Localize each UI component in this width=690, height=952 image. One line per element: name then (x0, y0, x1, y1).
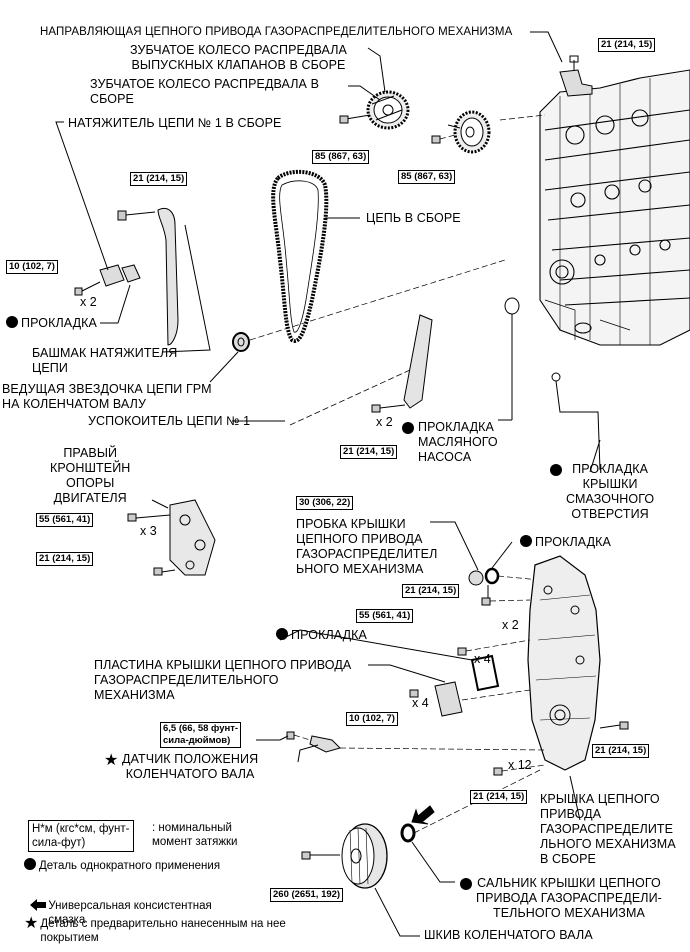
label-gasket-3: ПРОКЛАДКА (276, 628, 367, 643)
torque-plate: 10 (102, 7) (346, 712, 398, 726)
legend-torque-desc: : номинальный момент затяжки (152, 822, 238, 848)
torque-cover-4: 21 (214, 15) (470, 790, 528, 804)
precoated-star-icon: ★ (104, 752, 119, 769)
single-use-dot-icon (460, 878, 472, 890)
count-tensioner-bolts: x 2 (80, 295, 97, 309)
legend-torque-unit: Н*м (кгс*см, фунт- сила-фут) (28, 820, 134, 852)
torque-cover-2: 55 (561, 41) (356, 609, 414, 623)
count-cover-bolts-4: x 12 (508, 758, 532, 772)
label-tensioner-slipper: БАШМАК НАТЯЖИТЕЛЯ ЦЕПИ (32, 346, 178, 375)
torque-cover-1: 21 (214, 15) (402, 584, 460, 598)
torque-camshaft-sprocket: 85 (867, 63) (398, 170, 456, 184)
chain-guide (559, 69, 593, 97)
label-crank-sprocket: ВЕДУЩАЯ ЗВЕЗДОЧКА ЦЕПИ ГРМ НА КОЛЕНЧАТОМ… (2, 382, 212, 411)
filled-circle-icon (24, 858, 36, 870)
crankshaft-sprocket (232, 332, 250, 352)
single-use-dot-icon (520, 535, 532, 547)
count-plate-bolts: x 4 (412, 696, 429, 710)
label-exhaust-sprocket: ЗУБЧАТОЕ КОЛЕСО РАСПРЕДВАЛА ВЫПУСКНЫХ КЛ… (130, 43, 347, 72)
chain-tensioner (99, 264, 141, 287)
count-bracket-bolts: x 3 (140, 524, 157, 538)
label-camshaft-sprocket: ЗУБЧАТОЕ КОЛЕСО РАСПРЕДВАЛА В СБОРЕ (90, 77, 320, 106)
label-oil-seal: САЛЬНИК КРЫШКИ ЦЕПНОГО ПРИВОДА ГАЗОРАСПР… (460, 876, 662, 921)
torque-bracket-2: 21 (214, 15) (36, 552, 94, 566)
torque-exhaust-sprocket: 85 (867, 63) (312, 150, 370, 164)
timing-chain-cover (527, 555, 601, 771)
label-tensioner: НАТЯЖИТЕЛЬ ЦЕПИ № 1 В СБОРЕ (68, 116, 282, 130)
exhaust-camshaft-sprocket (366, 90, 410, 130)
torque-bracket-1: 55 (561, 41) (36, 513, 94, 527)
tensioner-slipper (157, 207, 179, 346)
label-pulley: ШКИВ КОЛЕНЧАТОГО ВАЛА (424, 928, 593, 942)
engine-mount-bracket (169, 499, 216, 576)
torque-plug: 30 (306, 22) (296, 496, 354, 510)
crankshaft-pulley (341, 823, 388, 889)
label-engine-mount-bracket: ПРАВЫЙ КРОНШТЕЙН ОПОРЫ ДВИГАТЕЛЯ (50, 446, 131, 505)
grease-arrow-icon (411, 805, 435, 825)
torque-sensor: 6,5 (66, 58 фунт- сила-дюймов) (160, 722, 242, 748)
label-gasket-1: ПРОКЛАДКА (6, 316, 97, 331)
label-plug: ПРОБКА КРЫШКИ ЦЕПНОГО ПРИВОДА ГАЗОРАСПРЕ… (296, 517, 438, 576)
label-chain-guide: НАПРАВЛЯЮЩАЯ ЦЕПНОГО ПРИВОДА ГАЗОРАСПРЕД… (40, 26, 513, 38)
star-icon: ★ (24, 915, 39, 932)
label-cover-plate: ПЛАСТИНА КРЫШКИ ЦЕПНОГО ПРИВОДА ГАЗОРАСП… (94, 658, 352, 702)
single-use-dot-icon (6, 316, 18, 328)
single-use-dot-icon (402, 422, 414, 434)
arrow-left-icon (30, 899, 47, 911)
torque-tensioner: 10 (102, 7) (6, 260, 58, 274)
legend-single-use: Деталь однократного применения (24, 858, 220, 873)
torque-slipper: 21 (214, 15) (130, 172, 188, 186)
oil-seal (400, 823, 416, 843)
label-chain: ЦЕПЬ В СБОРЕ (366, 211, 461, 225)
count-cover-bolts-1: x 2 (502, 618, 519, 632)
chain-damper (403, 314, 433, 409)
label-crank-sensor: ★ДАТЧИК ПОЛОЖЕНИЯ КОЛЕНЧАТОГО ВАЛА (104, 752, 259, 781)
label-chain-cover: КРЫШКА ЦЕПНОГО ПРИВОДА ГАЗОРАСПРЕДЕЛИТЕ … (540, 792, 676, 866)
label-gasket-2: ПРОКЛАДКА (520, 535, 611, 550)
count-damper-bolts: x 2 (376, 415, 393, 429)
single-use-dot-icon (550, 464, 562, 476)
label-oil-pump-gasket: ПРОКЛАДКА МАСЛЯНОГО НАСОСА (402, 420, 498, 465)
timing-chain (271, 169, 329, 343)
legend-grease: Универсальная консистентная смазка (24, 885, 212, 927)
torque-chain-guide: 21 (214, 15) (598, 38, 656, 52)
crankshaft-position-sensor (309, 735, 341, 753)
torque-cover-3: 21 (214, 15) (592, 744, 650, 758)
chain-cover-plate (434, 681, 463, 717)
label-chain-damper: УСПОКОИТЕЛЬ ЦЕПИ № 1 (88, 414, 251, 428)
torque-pulley: 260 (2651, 192) (270, 888, 344, 902)
legend-precoated: ★Деталь с предварительно нанесенным на н… (24, 915, 286, 945)
single-use-dot-icon (276, 628, 288, 640)
count-cover-bolts-2: x 4 (474, 652, 491, 666)
camshaft-sprocket (447, 110, 491, 154)
label-oil-hole-gasket: ПРОКЛАДКА КРЫШКИ СМАЗОЧНОГО ОТВЕРСТИЯ (550, 462, 654, 522)
engine-block (539, 69, 690, 346)
torque-damper: 21 (214, 15) (340, 445, 398, 459)
